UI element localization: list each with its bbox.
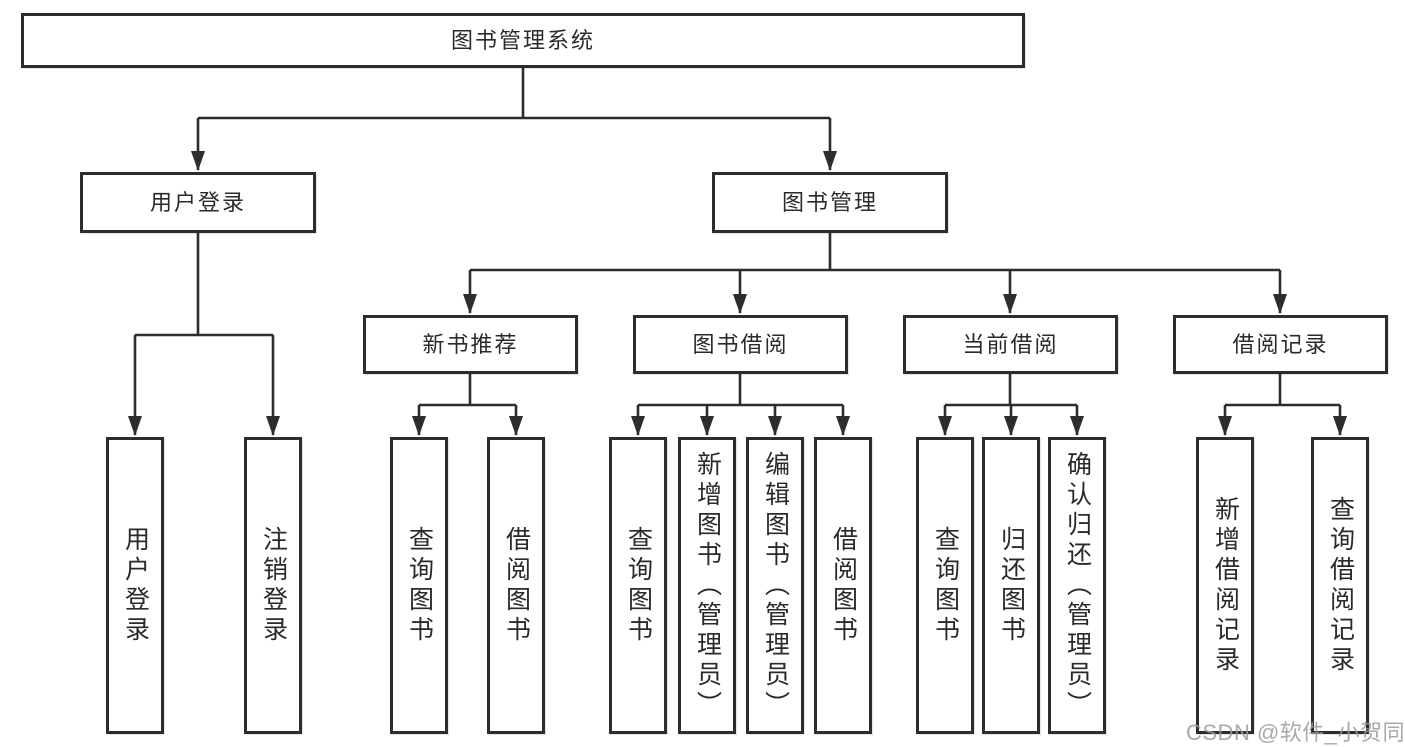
node-book-management-label: 图书管理 — [781, 189, 878, 215]
node-leaf-return-books: 归还图书 — [982, 437, 1040, 734]
node-borrow-records: 借阅记录 — [1173, 315, 1388, 374]
node-leaf-return-books-label: 归还图书 — [997, 525, 1026, 646]
node-user-login: 用户登录 — [80, 172, 316, 233]
node-leaf-query-books-3-label: 查询图书 — [931, 525, 960, 646]
node-book-borrow-label: 图书借阅 — [692, 331, 789, 357]
node-book-management: 图书管理 — [712, 172, 948, 233]
node-leaf-edit-books-admin-label: 编辑图书（管理员） — [761, 450, 790, 721]
node-current-borrow: 当前借阅 — [903, 315, 1118, 374]
node-leaf-query-books-3: 查询图书 — [916, 437, 974, 734]
node-leaf-confirm-return-admin-label: 确认归还（管理员） — [1063, 450, 1092, 721]
node-leaf-add-books-admin: 新增图书（管理员） — [678, 437, 736, 734]
node-leaf-query-books-1-label: 查询图书 — [405, 525, 434, 646]
node-current-borrow-label: 当前借阅 — [962, 331, 1059, 357]
node-user-login-label: 用户登录 — [149, 189, 246, 215]
connector-borrow-records-to-leaves — [1218, 374, 1347, 436]
watermark: CSDN @软件_小贺同学 — [1186, 720, 1405, 745]
node-leaf-query-books-2: 查询图书 — [609, 437, 667, 734]
node-leaf-logout-label: 注销登录 — [259, 525, 288, 646]
node-new-book-recommend-label: 新书推荐 — [422, 331, 519, 357]
node-leaf-add-borrow-record-label: 新增借阅记录 — [1211, 495, 1240, 676]
node-leaf-borrow-books-2: 借阅图书 — [814, 437, 872, 734]
node-leaf-query-borrow-record-label: 查询借阅记录 — [1326, 495, 1355, 676]
node-new-book-recommend: 新书推荐 — [363, 315, 578, 374]
node-leaf-user-login: 用户登录 — [106, 437, 164, 734]
connector-user-login-to-leaves — [128, 233, 280, 436]
node-leaf-borrow-books-2-label: 借阅图书 — [829, 525, 858, 646]
node-root-label: 图书管理系统 — [450, 27, 595, 53]
node-leaf-add-books-admin-label: 新增图书（管理员） — [693, 450, 722, 721]
node-leaf-query-books-1: 查询图书 — [390, 437, 448, 734]
node-leaf-query-books-2-label: 查询图书 — [624, 525, 653, 646]
connector-book-borrow-to-leaves — [631, 374, 850, 436]
node-leaf-confirm-return-admin: 确认归还（管理员） — [1048, 437, 1106, 734]
connector-root-to-level2 — [191, 68, 837, 171]
node-leaf-logout: 注销登录 — [244, 437, 302, 734]
node-book-borrow: 图书借阅 — [633, 315, 848, 374]
node-leaf-query-borrow-record: 查询借阅记录 — [1311, 437, 1369, 734]
node-borrow-records-label: 借阅记录 — [1232, 331, 1329, 357]
node-leaf-edit-books-admin: 编辑图书（管理员） — [746, 437, 804, 734]
connector-current-borrow-to-leaves — [938, 374, 1084, 436]
connector-new-book-rec-to-leaves — [412, 374, 523, 436]
node-root: 图书管理系统 — [21, 13, 1025, 68]
node-leaf-user-login-label: 用户登录 — [121, 525, 150, 646]
connector-book-management-to-level3 — [463, 233, 1287, 314]
node-leaf-borrow-books-1: 借阅图书 — [487, 437, 545, 734]
node-leaf-add-borrow-record: 新增借阅记录 — [1196, 437, 1254, 734]
node-leaf-borrow-books-1-label: 借阅图书 — [502, 525, 531, 646]
